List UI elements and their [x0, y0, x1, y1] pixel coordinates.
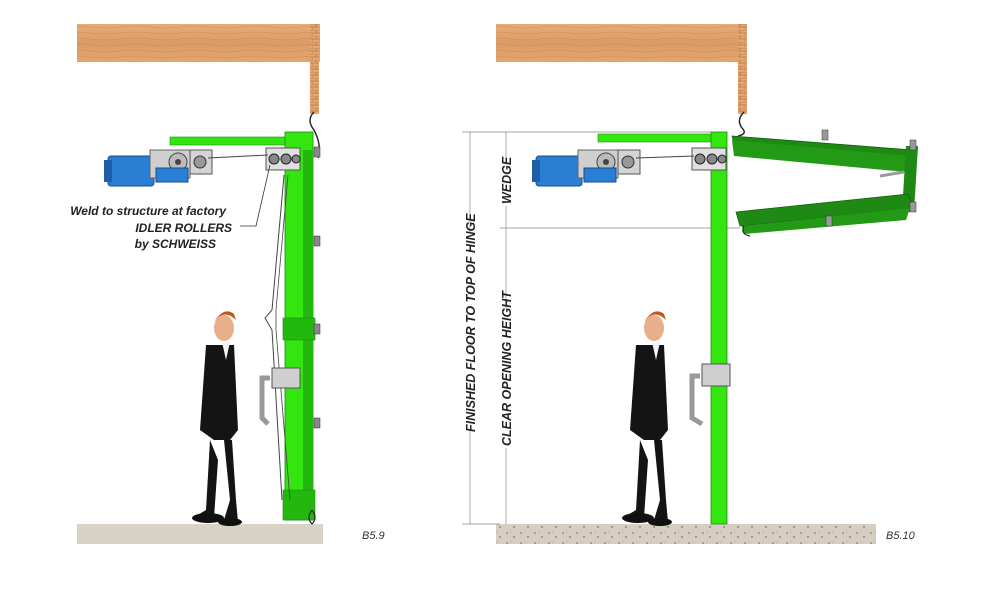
- idler-rollers-right: [691, 147, 727, 171]
- power-cable-right: [737, 111, 745, 137]
- figure-id-left: B5.9: [362, 530, 385, 542]
- floor-slab: [77, 524, 323, 544]
- hinge-brackets: [313, 146, 321, 429]
- header-beam: [77, 24, 320, 114]
- idler-rollers: [265, 147, 301, 171]
- dim-clear-opening: CLEAR OPENING HEIGHT: [500, 290, 514, 446]
- strap-run: [264, 174, 285, 501]
- left-view: Weld to structure at factory IDLER ROLLE…: [70, 24, 385, 544]
- top-arm: [169, 136, 301, 146]
- motor-assembly: [104, 149, 213, 187]
- lift-strap: [207, 154, 269, 159]
- dim-finished-floor: FINISHED FLOOR TO TOP OF HINGE: [464, 213, 478, 432]
- folded-door: [731, 129, 918, 237]
- door-latch-right: [689, 363, 731, 427]
- callout-line-1: Weld to structure at factory: [70, 204, 227, 218]
- dim-wedge: WEDGE: [500, 156, 514, 204]
- door-latch: [259, 367, 301, 426]
- door-post: [710, 131, 728, 525]
- top-arm-right: [597, 133, 715, 143]
- floor-slab-right: [496, 524, 876, 544]
- person-figure: [192, 311, 242, 526]
- callout-line-2: IDLER ROLLERS: [135, 221, 232, 235]
- callout-leader: [240, 164, 271, 227]
- right-view: FINISHED FLOOR TO TOP OF HINGE WEDGE CLE…: [462, 24, 918, 544]
- bottom-hook: [308, 509, 316, 525]
- header-beam-right: [496, 24, 747, 114]
- callout-line-3: by SCHWEISS: [135, 237, 216, 251]
- figure-id-right: B5.10: [886, 530, 916, 542]
- motor-assembly-right: [532, 149, 641, 187]
- person-figure-right: [622, 311, 672, 526]
- door-column: [282, 131, 316, 521]
